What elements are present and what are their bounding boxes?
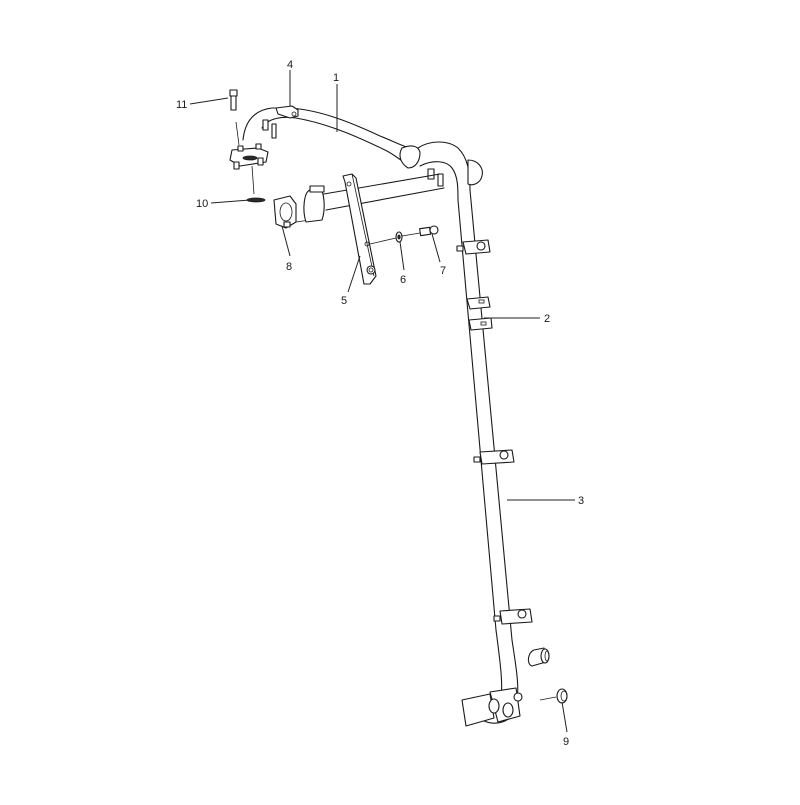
flange-clamp — [273, 195, 311, 229]
flange-block — [229, 143, 269, 195]
tube-clip — [275, 105, 299, 119]
callout-5: 5 — [341, 295, 347, 307]
tube-clamp-pair — [466, 296, 493, 331]
callout-8: 8 — [286, 261, 292, 273]
end-plug — [527, 647, 550, 667]
callout-2: 2 — [544, 313, 550, 325]
bottom-bracket — [461, 687, 523, 727]
tube-clamp-low — [493, 608, 533, 625]
callout-6: 6 — [400, 274, 406, 286]
callout-10: 10 — [196, 198, 208, 210]
callout-3: 3 — [578, 495, 584, 507]
tube-clamp-mid — [473, 449, 515, 465]
tube-clamp-top — [456, 239, 491, 255]
washer — [369, 231, 403, 245]
screw — [229, 89, 240, 146]
callout-4: 4 — [287, 59, 293, 71]
cross-tube — [303, 173, 445, 223]
leader-lines — [189, 70, 575, 733]
callout-11: 11 — [176, 99, 187, 111]
callouts: 1 2 3 4 5 6 7 8 9 10 11 — [176, 59, 584, 748]
fitting-nut — [539, 688, 568, 704]
bolt — [401, 225, 439, 237]
callout-7: 7 — [440, 265, 446, 277]
mounting-bracket — [342, 173, 377, 285]
upper-curved-tube — [242, 107, 483, 201]
callout-1: 1 — [333, 72, 339, 84]
callout-9: 9 — [563, 736, 569, 748]
